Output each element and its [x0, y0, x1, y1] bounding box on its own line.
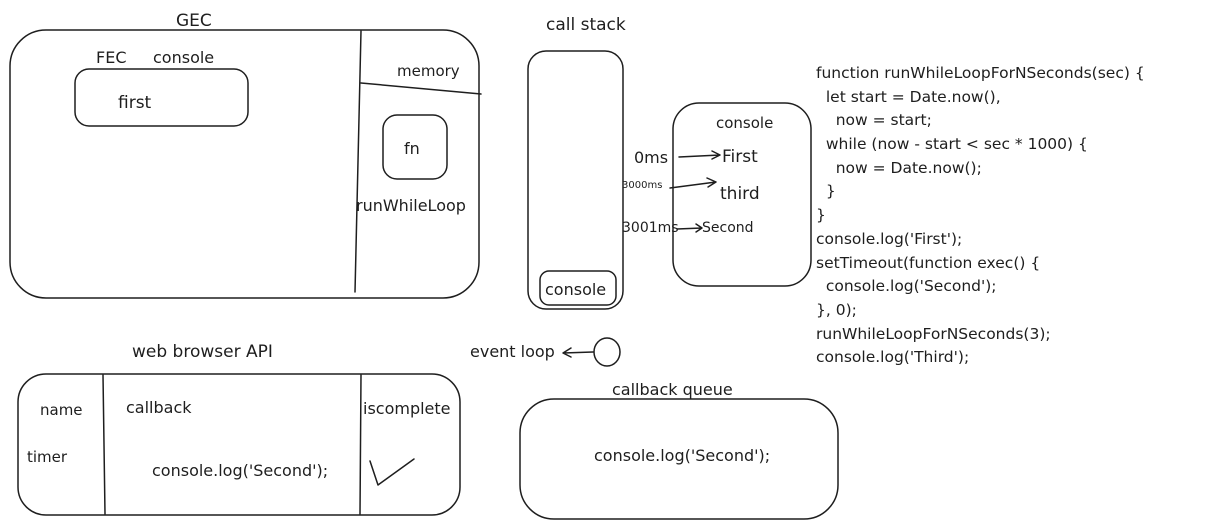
web-api-box — [17, 373, 461, 516]
web-api-col-callback: callback — [126, 398, 192, 417]
web-api-divider-1 — [102, 374, 106, 515]
callback-queue-title: callback queue — [612, 380, 733, 399]
web-api-row-name: timer — [27, 448, 68, 466]
call-stack-frame: console — [545, 280, 607, 299]
arrow-3001ms — [676, 223, 703, 233]
event-loop-label: event loop — [470, 342, 555, 361]
code-line: } — [816, 206, 826, 225]
web-api-col-name: name — [40, 401, 83, 419]
event-loop-arrow — [562, 347, 594, 358]
gec-console-label: console — [153, 48, 215, 67]
gec-console-box — [74, 68, 249, 127]
console-entry-time: 3000ms — [622, 180, 663, 191]
code-line: while (now - start < sec * 1000) { — [816, 135, 1088, 154]
code-line: console.log('First'); — [816, 229, 963, 248]
code-line: } — [816, 182, 836, 201]
code-line: console.log('Second'); — [816, 277, 997, 296]
web-api-row-callback: console.log('Second'); — [152, 461, 329, 480]
callback-queue-item: console.log('Second'); — [594, 446, 771, 465]
console-entry-output: Second — [702, 220, 754, 236]
code-listing: function runWhileLoopForNSeconds(sec) { … — [816, 62, 1145, 370]
memory-fn-name: runWhileLoop — [356, 196, 466, 215]
callback-queue-box — [519, 398, 839, 520]
fec-label: FEC — [96, 48, 127, 67]
memory-fn: fn — [404, 139, 420, 158]
console-entry-output: third — [720, 184, 760, 204]
code-line: console.log('Third'); — [816, 348, 970, 367]
gec-console-output: first — [118, 93, 152, 113]
arrow-0ms — [678, 150, 721, 160]
code-line: let start = Date.now(), — [816, 87, 1001, 106]
console-entry-time: 0ms — [634, 148, 669, 167]
memory-divider — [360, 82, 482, 95]
code-line: now = start; — [816, 111, 932, 130]
console-panel-box — [672, 102, 812, 287]
event-loop-circle — [593, 337, 621, 367]
arrow-3000ms — [669, 177, 717, 189]
code-line: setTimeout(function exec() { — [816, 253, 1041, 272]
code-line: function runWhileLoopForNSeconds(sec) { — [816, 64, 1145, 82]
console-panel-title: console — [716, 114, 774, 132]
web-api-title: web browser API — [132, 342, 273, 362]
fn-box — [382, 114, 448, 180]
call-stack-box — [527, 50, 624, 310]
code-line: runWhileLoopForNSeconds(3); — [816, 324, 1051, 343]
call-stack-title: call stack — [546, 15, 626, 35]
web-api-col-complete: iscomplete — [363, 399, 451, 418]
console-entry-time: 3001ms — [622, 220, 679, 236]
gec-box — [9, 29, 480, 299]
checkmark-icon — [369, 458, 415, 486]
gec-title: GEC — [176, 11, 212, 31]
memory-label: memory — [397, 62, 460, 80]
gec-divider — [354, 30, 362, 293]
code-line: }, 0); — [816, 300, 857, 319]
code-line: now = Date.now(); — [816, 158, 982, 177]
console-entry-output: First — [722, 147, 758, 167]
web-api-divider-2 — [359, 374, 362, 515]
call-stack-frame-box — [539, 270, 617, 306]
